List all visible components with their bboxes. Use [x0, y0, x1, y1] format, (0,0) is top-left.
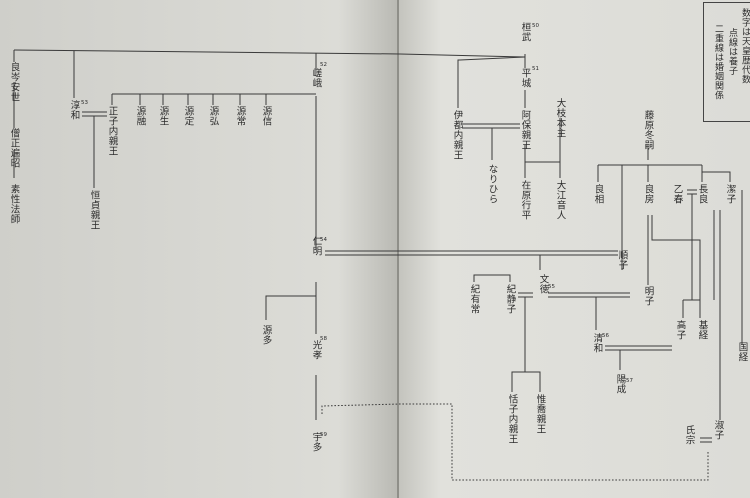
ki-shizuko-label: 紀静子	[504, 284, 516, 314]
montoku-label: 文徳	[537, 274, 549, 294]
yozei-number: 57	[626, 378, 633, 384]
yoshimi-label: 良相	[592, 184, 604, 204]
adoption-dotted-line	[321, 403, 709, 481]
ryosho-label: 良岑安世	[8, 62, 20, 102]
koko-label: 光孝	[310, 340, 322, 360]
fuyutsugu-label: 藤原冬嗣	[642, 110, 654, 150]
kunitsune-label: 国経	[736, 342, 748, 362]
minamoto-tokiwa-label: 源常	[234, 106, 246, 126]
yozei-label: 陽成	[614, 374, 626, 394]
koretaka-shinno-label: 惟喬親王	[534, 394, 546, 434]
heizei-label: 平城	[519, 68, 531, 88]
ninmyo-junshi-marriage	[325, 250, 618, 256]
heizei-bar	[457, 56, 526, 108]
junna-number: 53	[81, 100, 88, 106]
seiwa-label: 清和	[591, 333, 603, 353]
yoshifusa-label: 良房	[642, 184, 654, 204]
tsunesada-shinno-label: 恒貞親王	[88, 190, 100, 230]
to-kunitsune	[713, 190, 743, 345]
minamoto-toru-label: 源融	[134, 106, 146, 126]
left-page	[0, 0, 398, 498]
ninmyo-label: 仁明	[310, 236, 322, 256]
abo-shinno-label: 阿保親王	[519, 110, 531, 150]
ninmyo-number: 54	[320, 237, 327, 243]
right-page	[398, 0, 750, 498]
yoshifusa-to-mototsune	[651, 215, 701, 300]
minamoto-iku-label: 源生	[157, 106, 169, 126]
ariwara-yukihira-label: 在原行平	[519, 180, 531, 220]
otoharu-label: 乙春	[671, 184, 683, 204]
heizei-number: 51	[532, 66, 539, 72]
ki-aritsune-label: 紀有常	[468, 284, 480, 314]
seiwa-takaiko-marriage	[605, 345, 672, 351]
kaishi-label: 潔子	[724, 184, 736, 204]
legend-line-2: 点線は養子	[727, 28, 737, 76]
minamoto-hiromu-label: 源弘	[207, 106, 219, 126]
to-kaishi	[702, 171, 731, 182]
seiwa-number: 56	[602, 333, 609, 339]
uda-label: 宇多	[310, 432, 322, 452]
akirakeiko-label: 明子	[642, 286, 654, 306]
ooenootondo-label: 大江音人	[554, 180, 566, 220]
ujimune-label: 氏宗	[683, 425, 695, 445]
tenshi-naishinno-label: 恬子内親王	[506, 394, 518, 444]
aritsune-to-shizuko	[473, 274, 511, 282]
ohtomo-motomi-label: 大枝本主	[554, 98, 566, 138]
minamoto-makoto-label: 源信	[260, 106, 272, 126]
junshi-label: 順子	[616, 250, 628, 270]
legend-line-3: 二重線は婚姻関係	[713, 24, 723, 100]
fuyutsugu-drops	[597, 165, 703, 248]
sosei-label: 素性法師	[8, 184, 20, 224]
shukushi-ujimune-marriage	[700, 437, 712, 443]
henjo-label: 僧正遍昭	[8, 128, 20, 168]
nagayoshi-children	[682, 194, 701, 318]
uda-number: 59	[320, 432, 327, 438]
minamoto-ta-label: 源多	[260, 325, 272, 345]
ninmyo-to-ta	[265, 295, 316, 320]
abo-to-yukihira	[524, 145, 560, 178]
narihira-label: なりひら	[486, 164, 498, 204]
connector-lines	[13, 49, 743, 443]
junna-label: 淳和	[68, 100, 80, 120]
legend-box	[703, 2, 750, 122]
shizuko-children	[511, 297, 541, 392]
saga-number: 52	[320, 62, 327, 68]
nagayoshi-label: 長良	[696, 184, 708, 204]
koko-number: 58	[320, 336, 327, 342]
saga-children-drops	[111, 94, 267, 105]
montoku-akirakeiko-marriage	[548, 292, 630, 298]
mototsune-label: 基経	[696, 320, 708, 340]
ito-naishinno-label: 伊都内親王	[451, 110, 463, 160]
saga-label: 嵯峨	[310, 68, 322, 88]
legend-line-1: 数字は天皇歴代数	[740, 8, 750, 84]
ito-abo-marriage	[462, 123, 520, 129]
takaiko-label: 高子	[674, 320, 686, 340]
masako-naishinno-label: 正子内親王	[106, 106, 118, 156]
shukushi-label: 淑子	[712, 420, 724, 440]
kanmu-number: 50	[532, 23, 539, 29]
kanmu-label: 桓武	[519, 22, 531, 42]
montoku-number: 55	[548, 284, 555, 290]
minamoto-sadamu-label: 源定	[182, 106, 194, 126]
